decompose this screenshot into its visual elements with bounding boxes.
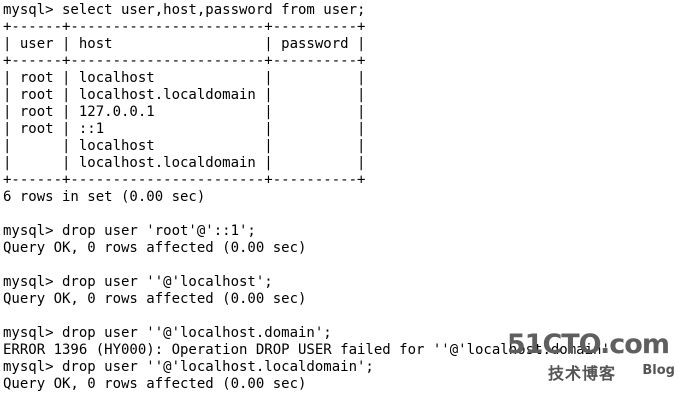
watermark-logo-text: 51CTO.com [506, 329, 670, 360]
terminal-line: ERROR 1396 (HY000): Operation DROP USER … [3, 342, 610, 358]
terminal-line: mysql> select user,host,password from us… [3, 2, 366, 18]
terminal-line: | root | ::1 | | [3, 121, 366, 137]
terminal-line [3, 257, 685, 274]
terminal-line: 6 rows in set (0.00 sec) [3, 189, 206, 205]
watermark-logo: 51CTO.com 技术博客 Blog [507, 330, 675, 392]
terminal-line: +------+-----------------------+--------… [3, 172, 366, 188]
terminal-line [3, 308, 685, 325]
terminal-line: mysql> drop user ''@'localhost'; [3, 274, 273, 290]
watermark-subtitle: 技术博客 [548, 364, 617, 383]
terminal-output[interactable]: mysql> select user,host,password from us… [3, 2, 685, 405]
terminal-line: | | localhost.localdomain | | [3, 155, 366, 171]
terminal-line: | root | localhost | | [3, 70, 366, 86]
terminal-line [3, 206, 685, 223]
watermark-blog: Blog [642, 363, 675, 378]
terminal-line: mysql> drop user ''@'localhost.localdoma… [3, 359, 374, 375]
terminal-line: Query OK, 0 rows affected (0.00 sec) [3, 376, 307, 392]
terminal-line: | root | localhost.localdomain | | [3, 87, 366, 103]
terminal-line: | | localhost | | [3, 138, 366, 154]
terminal-line: | root | 127.0.0.1 | | [3, 104, 366, 120]
terminal-line: +------+-----------------------+--------… [3, 53, 366, 69]
terminal-line: +------+-----------------------+--------… [3, 19, 366, 35]
terminal-line: Query OK, 0 rows affected (0.00 sec) [3, 240, 307, 256]
terminal-line: | user | host | password | [3, 36, 366, 52]
terminal-line: mysql> drop user 'root'@'::1'; [3, 223, 256, 239]
terminal-line: Query OK, 0 rows affected (0.00 sec) [3, 291, 307, 307]
terminal-line: mysql> drop user ''@'localhost.domain'; [3, 325, 332, 341]
